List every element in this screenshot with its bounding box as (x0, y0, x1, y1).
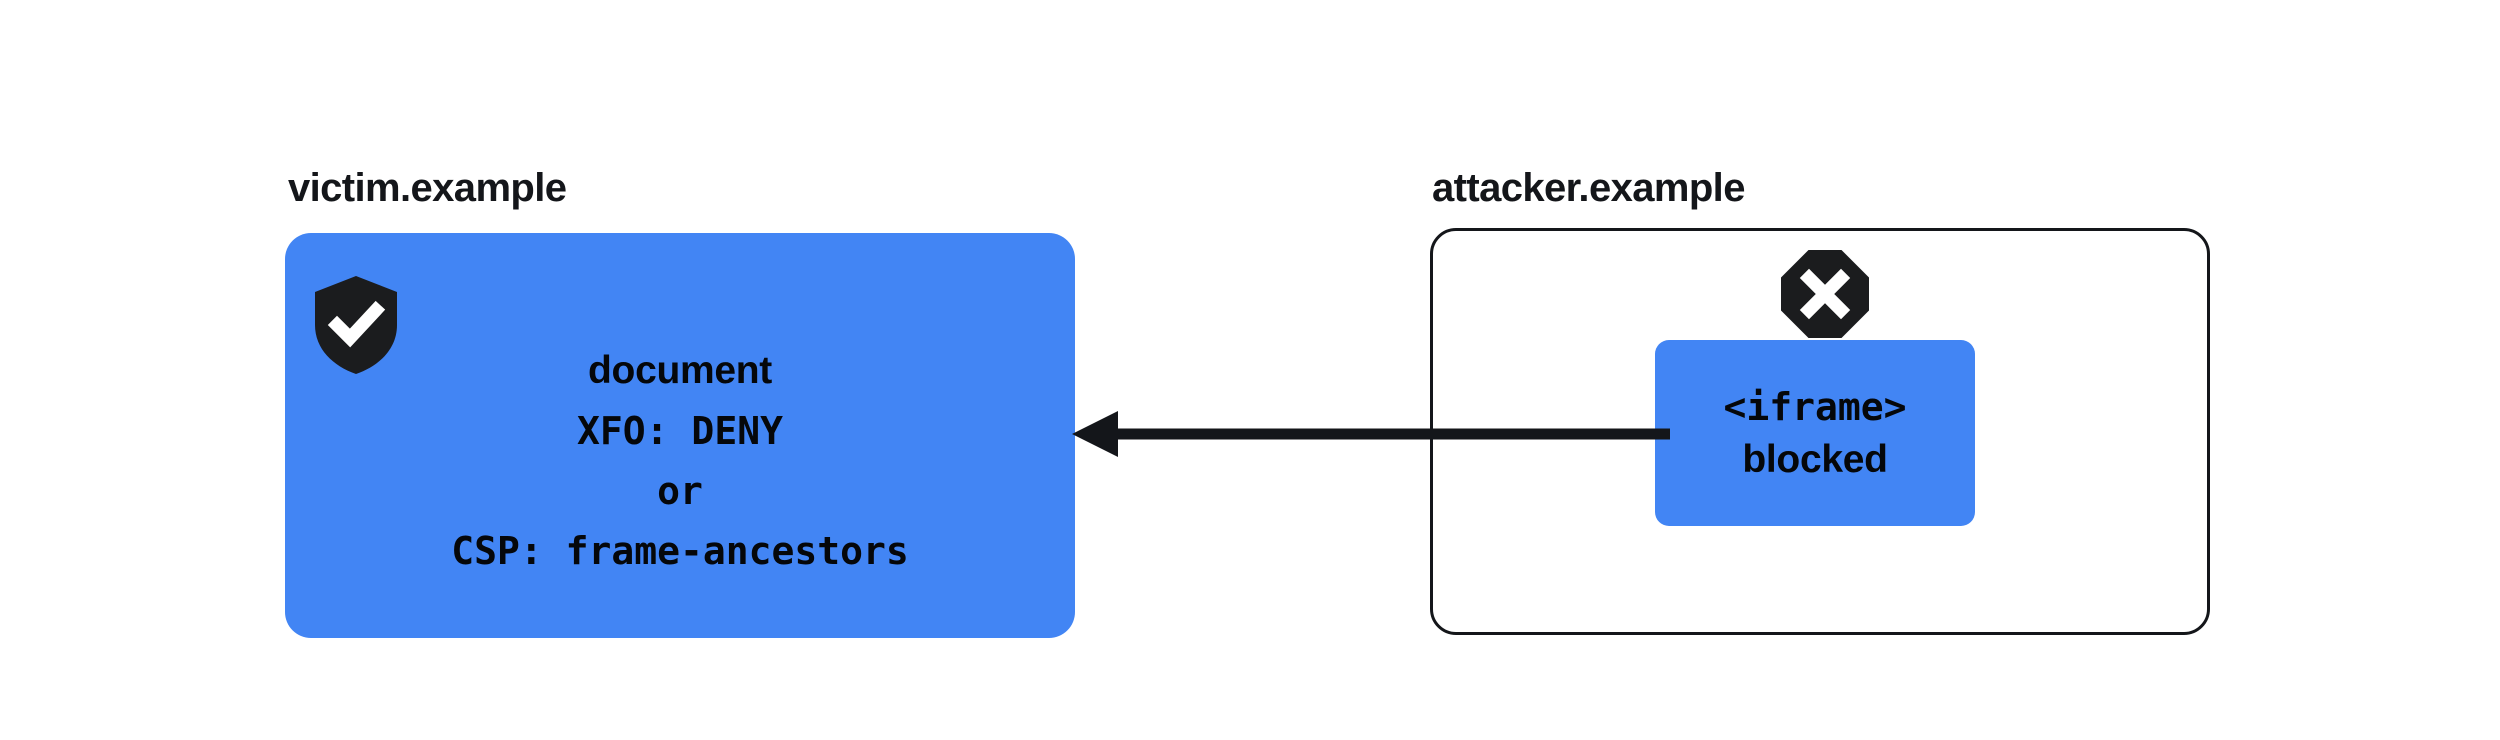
victim-line-1: XFO: DENY (577, 409, 783, 453)
iframe-tag-text: <iframe> (1723, 385, 1907, 429)
victim-policy-text: document XFO: DENY or CSP: frame-ancesto… (285, 341, 1075, 581)
shield-check-icon (313, 275, 399, 375)
octagon-x-icon (1780, 249, 1870, 339)
iframe-status-text: blocked (1742, 438, 1888, 481)
victim-document-box: document XFO: DENY or CSP: frame-ancesto… (285, 233, 1075, 638)
victim-line-2: or (657, 469, 703, 513)
victim-line-3: CSP: frame-ancestors (451, 529, 909, 573)
victim-domain-label: victim.example (288, 166, 567, 210)
blocked-iframe-chip: <iframe> blocked (1655, 340, 1975, 526)
blocked-framing-arrow (1072, 411, 1670, 457)
attacker-domain-label: attacker.example (1432, 166, 1745, 210)
victim-line-0: document (588, 349, 772, 392)
